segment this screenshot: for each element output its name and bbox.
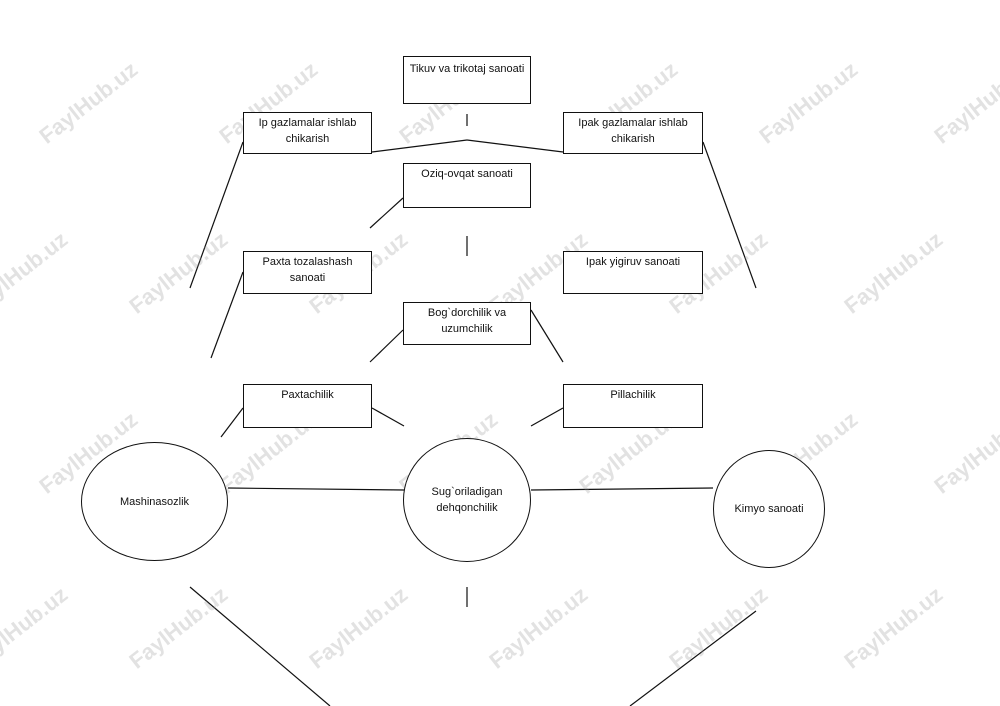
connector xyxy=(227,487,405,491)
node-mashinasozlik-label: Mashinasozlik xyxy=(119,495,190,508)
connector xyxy=(371,139,468,153)
connector xyxy=(530,487,714,491)
connector xyxy=(629,610,757,706)
connector xyxy=(210,271,244,359)
connector xyxy=(530,407,564,427)
node-ipak-gazlamalar: Ipak gazlamalar ishlab chikarish xyxy=(563,112,703,154)
node-ip-gazlamalar: Ip gazlamalar ishlab chikarish xyxy=(243,112,372,154)
connector xyxy=(702,141,757,289)
connector xyxy=(189,141,244,289)
node-kimyo: Kimyo sanoati xyxy=(713,450,825,568)
node-kimyo-label: Kimyo sanoati xyxy=(734,503,804,515)
connector xyxy=(369,329,404,363)
node-ipak-yigiruv: Ipak yigiruv sanoati xyxy=(563,251,703,294)
connector xyxy=(220,407,244,438)
connector xyxy=(369,197,404,229)
node-sugoriladigan-label: Sug`oriladigan dehqonchilik xyxy=(431,486,503,514)
node-paxtachilik: Paxtachilik xyxy=(243,384,372,428)
node-oziq-ovqat: Oziq-ovqat sanoati xyxy=(403,163,531,208)
node-pillachilik: Pillachilik xyxy=(563,384,703,428)
connector xyxy=(530,309,564,363)
node-sugoriladigan: Sug`oriladigan dehqonchilik xyxy=(403,438,531,562)
node-bogdorchilik: Bog`dorchilik va uzumchilik xyxy=(403,302,531,345)
node-tikuv-trikotaj: Tikuv va trikotaj sanoati xyxy=(403,56,531,104)
connector xyxy=(466,139,564,153)
connector xyxy=(189,586,331,706)
connector xyxy=(371,407,405,427)
node-paxta-tozalash: Paxta tozalashash sanoati xyxy=(243,251,372,294)
node-mashinasozlik: Mashinasozlik xyxy=(81,442,228,561)
